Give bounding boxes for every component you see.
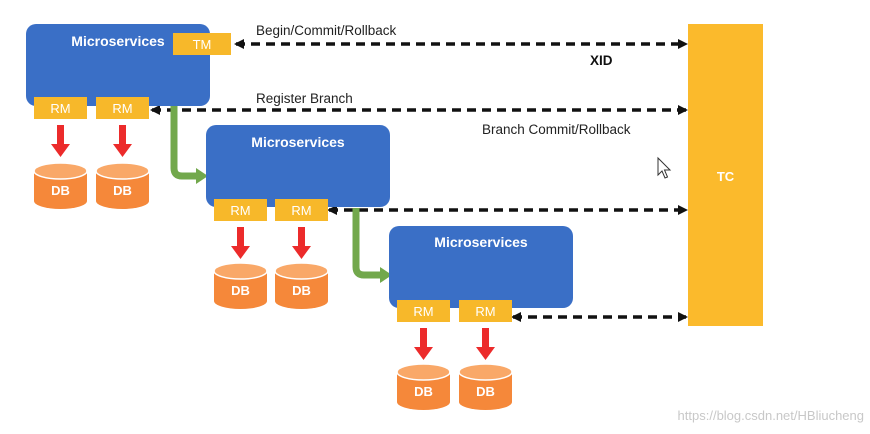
db-cylinder: DB: [213, 262, 268, 309]
db-cylinder: DB: [458, 363, 513, 410]
mouse-cursor-icon: [657, 156, 672, 179]
rm-label: RM: [291, 203, 311, 218]
tc-label: TC: [717, 169, 735, 184]
rm-label: RM: [230, 203, 250, 218]
rm-tag: RM: [397, 300, 450, 322]
microservice-2: Microservices RM RM DB DB: [206, 125, 390, 309]
register-branch-label: Register Branch: [256, 91, 353, 106]
microservice-1-box: [26, 24, 210, 106]
db-cylinder: DB: [95, 162, 150, 209]
tm-tag: TM: [173, 33, 231, 55]
xid-label: XID: [590, 53, 613, 68]
flow-arrowhead-1: [196, 168, 208, 184]
flow-arrow-2: [352, 208, 380, 279]
flow-arrow-1: [170, 100, 196, 180]
tm-label: TM: [193, 37, 212, 52]
red-down-arrow: [231, 227, 250, 259]
db-cylinder: DB: [274, 262, 329, 309]
db-cylinder: DB: [33, 162, 88, 209]
rm-tag: RM: [34, 97, 87, 119]
tc-box: TC: [688, 24, 763, 326]
flow-arrows: [170, 100, 392, 283]
db-label: DB: [231, 283, 250, 298]
db-label: DB: [476, 384, 495, 399]
rm-tag: RM: [275, 199, 328, 221]
db-label: DB: [292, 283, 311, 298]
db-cylinder: DB: [396, 363, 451, 410]
begin-commit-rollback-label: Begin/Commit/Rollback: [256, 23, 397, 38]
rm-tag: RM: [214, 199, 267, 221]
db-label: DB: [113, 183, 132, 198]
red-down-arrow: [476, 328, 495, 360]
microservice-3-title: Microservices: [434, 234, 528, 250]
rm-label: RM: [112, 101, 132, 116]
rm-label: RM: [475, 304, 495, 319]
watermark: https://blog.csdn.net/HBliucheng: [678, 408, 864, 423]
flow-arrowhead-2: [380, 267, 392, 283]
db-label: DB: [51, 183, 70, 198]
microservice-3-box: [389, 226, 573, 308]
microservice-2-box: [206, 125, 390, 207]
rm-label: RM: [50, 101, 70, 116]
red-down-arrow: [414, 328, 433, 360]
rm-tag: RM: [459, 300, 512, 322]
dashed-arrows: [150, 39, 688, 322]
red-down-arrow: [113, 125, 132, 157]
microservice-1: Microservices TM RM RM DB DB: [26, 24, 231, 209]
microservice-2-title: Microservices: [251, 134, 345, 150]
red-down-arrow: [292, 227, 311, 259]
rm-tag: RM: [96, 97, 149, 119]
branch-commit-rollback-label: Branch Commit/Rollback: [482, 122, 631, 137]
rm-label: RM: [413, 304, 433, 319]
microservice-1-title: Microservices: [71, 33, 165, 49]
red-down-arrow: [51, 125, 70, 157]
microservice-3: Microservices RM RM DB DB: [389, 226, 573, 410]
db-label: DB: [414, 384, 433, 399]
